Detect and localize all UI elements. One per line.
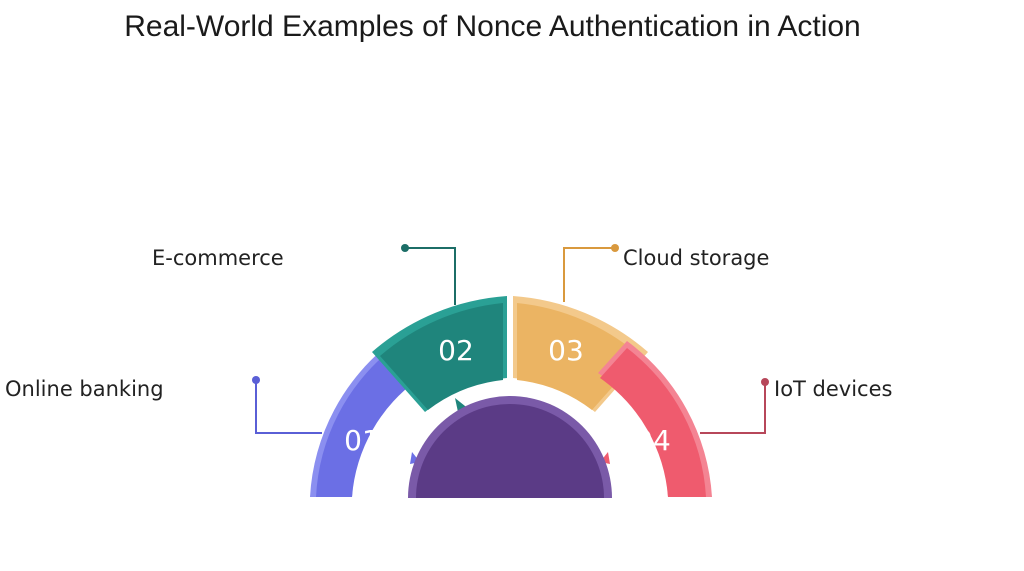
segment-03-number: 03 bbox=[548, 334, 584, 367]
page-title: Real-World Examples of Nonce Authenticat… bbox=[124, 10, 861, 43]
connector-03 bbox=[563, 244, 619, 302]
segment-04 bbox=[598, 341, 712, 497]
segment-04-label: IoT devices bbox=[774, 377, 892, 401]
segment-02-label: E-commerce bbox=[152, 246, 284, 270]
connectors bbox=[252, 244, 769, 434]
connector-04 bbox=[700, 378, 769, 434]
connector-01 bbox=[252, 376, 322, 434]
segment-02 bbox=[372, 296, 507, 412]
segment-01-label: Online banking bbox=[5, 377, 164, 401]
segment-03-label: Cloud storage bbox=[623, 246, 769, 270]
segment-04-number: 04 bbox=[635, 424, 671, 457]
segment-02-number: 02 bbox=[438, 334, 474, 367]
segment-01-number: 01 bbox=[344, 424, 380, 457]
center-semicircle bbox=[408, 396, 612, 498]
connector-02 bbox=[401, 244, 456, 305]
